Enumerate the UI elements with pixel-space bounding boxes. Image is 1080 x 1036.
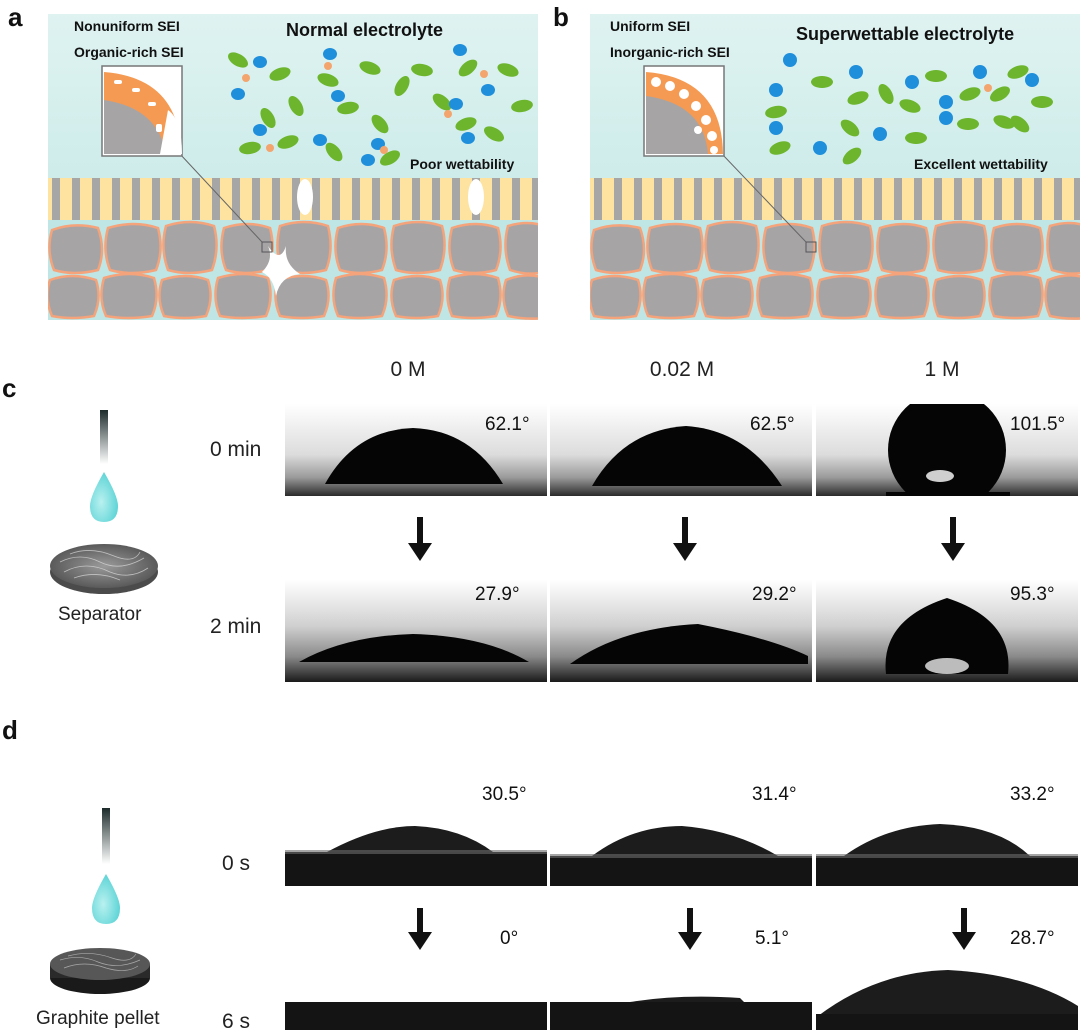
contact-angle-image-0m-6s bbox=[285, 966, 547, 1030]
normal-electrolyte-title: Normal electrolyte bbox=[286, 20, 444, 40]
arrow-down-icon bbox=[678, 908, 702, 955]
separator-layer bbox=[48, 178, 538, 220]
arrow-down-icon bbox=[941, 517, 965, 566]
time-label-0min: 0 min bbox=[210, 438, 262, 461]
arrow-down-icon bbox=[408, 908, 432, 955]
angle-1m-0min: 101.5° bbox=[1010, 414, 1066, 435]
sei-nonuniform-label: Nonuniform SEI bbox=[74, 18, 180, 34]
contact-angle-image-0-02m-2min bbox=[550, 580, 812, 682]
angle-0-02m-2min: 29.2° bbox=[752, 584, 797, 605]
arrow-down-icon bbox=[952, 908, 976, 955]
sei-inset bbox=[643, 65, 725, 157]
angle-0-02m-6s: 5.1° bbox=[755, 928, 790, 949]
time-label-6s: 6 s bbox=[222, 1010, 251, 1033]
arrow-down-icon bbox=[408, 517, 432, 566]
panel-letter-d: d bbox=[2, 715, 18, 745]
schematic-normal-electrolyte: Nonuniform SEI Organic-rich SEI Normal e… bbox=[48, 14, 538, 320]
contact-angle-image-1m-2min bbox=[816, 580, 1078, 682]
graphite-pellet-caption: Graphite pellet bbox=[36, 1008, 160, 1029]
angle-0-02m-0s: 31.4° bbox=[752, 784, 797, 805]
contact-angle-image-0-02m-0min bbox=[550, 404, 812, 496]
panel-letter-b: b bbox=[553, 2, 569, 32]
time-label-2min: 2 min bbox=[210, 615, 262, 638]
angle-1m-2min: 95.3° bbox=[1010, 584, 1055, 605]
schematic-superwettable-electrolyte: Uniform SEI Inorganic-rich SEI Superwett… bbox=[590, 14, 1080, 320]
angle-0m-2min: 27.9° bbox=[475, 584, 520, 605]
contact-angle-image-0-02m-0s bbox=[550, 822, 812, 886]
excellent-wettability-label: Excellent wettability bbox=[914, 156, 1048, 172]
sei-inorganic-label: Inorganic-rich SEI bbox=[610, 44, 730, 60]
angle-0-02m-0min: 62.5° bbox=[750, 414, 795, 435]
contact-angle-image-1m-6s bbox=[816, 966, 1078, 1030]
superwettable-electrolyte-title: Superwettable electrolyte bbox=[796, 24, 1015, 44]
contact-angle-image-0m-0s bbox=[285, 822, 547, 886]
time-label-0s: 0 s bbox=[222, 852, 251, 875]
contact-angle-image-0m-2min bbox=[285, 580, 547, 682]
arrow-down-icon bbox=[673, 517, 697, 566]
concentration-label-1m: 1 M bbox=[924, 358, 960, 381]
angle-0m-0s: 30.5° bbox=[482, 784, 527, 805]
panel-letter-c: c bbox=[2, 373, 17, 403]
separator-droplet-illustration bbox=[40, 406, 160, 626]
graphite-pellet-droplet-illustration bbox=[40, 804, 160, 1004]
panel-letter-a: a bbox=[8, 2, 23, 32]
sei-organic-label: Organic-rich SEI bbox=[74, 44, 184, 60]
contact-angle-image-0-02m-6s bbox=[550, 966, 812, 1030]
angle-0m-6s: 0° bbox=[500, 928, 519, 949]
poor-wettability-label: Poor wettability bbox=[410, 156, 515, 172]
contact-angle-image-0m-0min bbox=[285, 404, 547, 496]
angle-1m-6s: 28.7° bbox=[1010, 928, 1055, 949]
angle-1m-0s: 33.2° bbox=[1010, 784, 1055, 805]
sei-inset bbox=[101, 65, 183, 157]
sei-uniform-label: Uniform SEI bbox=[610, 18, 691, 34]
concentration-label-0-02m: 0.02 M bbox=[649, 358, 715, 381]
angle-0m-0min: 62.1° bbox=[485, 414, 530, 435]
separator-caption: Separator bbox=[58, 604, 142, 625]
contact-angle-image-1m-0s bbox=[816, 822, 1078, 886]
concentration-label-0m: 0 M bbox=[390, 358, 426, 381]
contact-angle-image-1m-0min bbox=[816, 404, 1078, 496]
